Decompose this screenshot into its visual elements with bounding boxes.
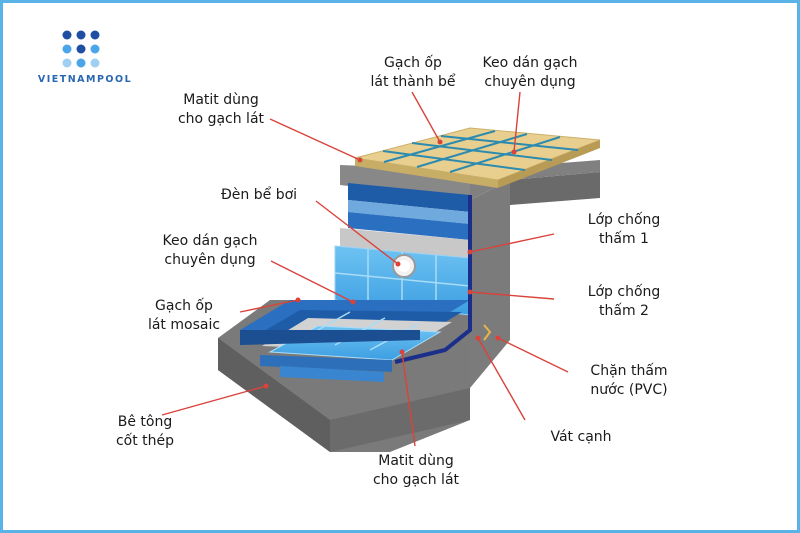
wall-mosaic bbox=[334, 245, 471, 316]
leader-points bbox=[263, 139, 517, 389]
deck-tiles bbox=[354, 127, 601, 188]
brand-name: VIETNAMPOOL bbox=[37, 74, 133, 85]
wall-layers bbox=[340, 183, 470, 258]
label-den-be-boi: Đèn bể bơi bbox=[220, 187, 298, 203]
waterstop-marker bbox=[483, 324, 492, 341]
brand-logo: VIETNAMPOOL bbox=[30, 28, 140, 88]
floor-layers bbox=[240, 300, 470, 382]
pool-light-icon bbox=[392, 254, 416, 278]
pvc-membrane bbox=[394, 195, 472, 364]
label-vat-canh: Vát cạnh bbox=[550, 429, 612, 445]
leader-lines bbox=[161, 91, 569, 447]
logo-dots-icon bbox=[62, 30, 100, 68]
